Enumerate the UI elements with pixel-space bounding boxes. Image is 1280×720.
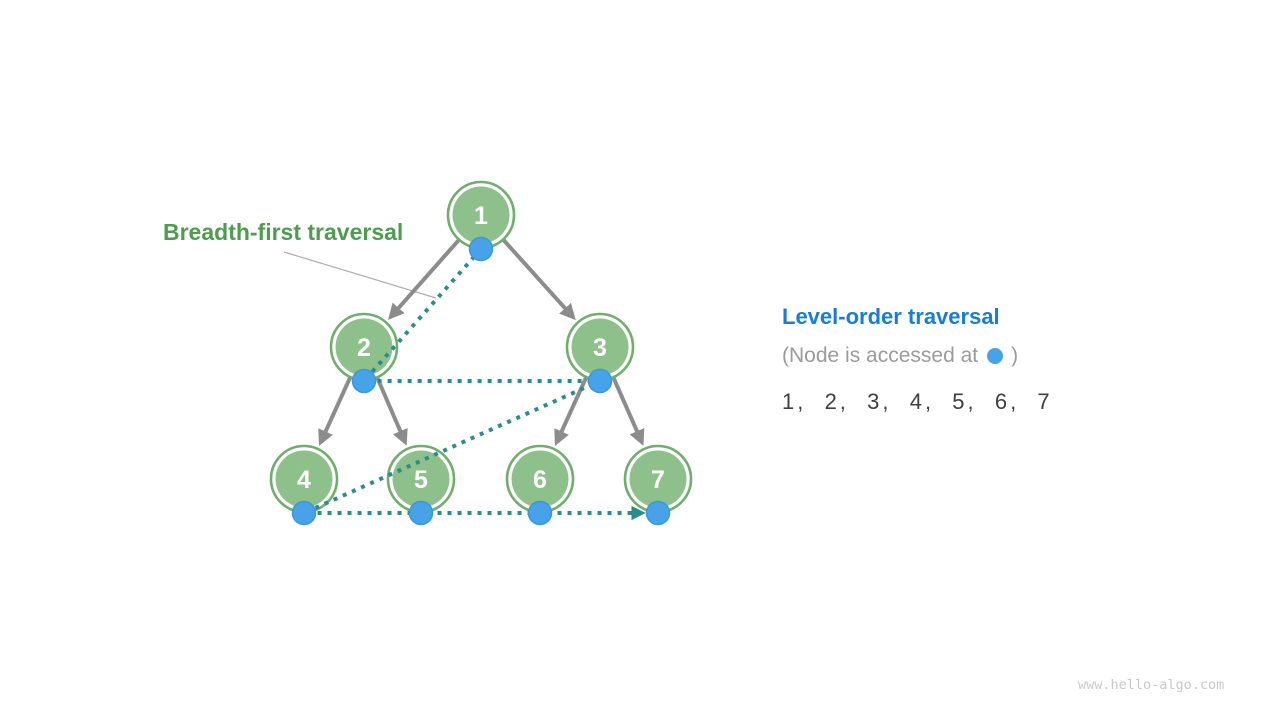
tree-edge [318, 377, 352, 447]
tree-edge [375, 377, 408, 446]
access-dot [527, 500, 553, 526]
access-dot [645, 500, 671, 526]
tree-node [629, 450, 687, 508]
panel-title: Level-order traversal [782, 304, 1000, 329]
tree-node-label: 4 [297, 466, 311, 494]
access-dot [351, 368, 377, 394]
panel-note-close-paren: ) [1011, 344, 1019, 367]
panel-note-text: (Node is accessed at [782, 344, 979, 367]
bfs-label: Breadth-first traversal [163, 219, 404, 245]
access-dot-legend-icon [987, 348, 1004, 364]
tree-node-label: 7 [651, 466, 665, 494]
tree-nodes-layer: 1 2 3 4 5 6 7 [269, 180, 693, 514]
label-pointer-line [283, 251, 437, 299]
tree-node [335, 318, 393, 376]
tree-node [511, 450, 569, 508]
tree-node-label: 3 [593, 334, 607, 362]
panel-note: (Node is accessed at) [782, 345, 1053, 366]
tree-node-label: 5 [414, 466, 428, 494]
tree-edge [388, 239, 460, 320]
legend-panel: Level-order traversal (Node is accessed … [782, 306, 1053, 413]
tree-node [452, 186, 510, 244]
access-dot [468, 236, 494, 262]
tree-node-label: 1 [474, 202, 488, 230]
access-dot [291, 500, 317, 526]
access-dot [408, 500, 434, 526]
traversal-sequence: 1, 2, 3, 4, 5, 6, 7 [782, 389, 1053, 414]
access-dots-layer [291, 236, 671, 526]
access-dot [587, 368, 613, 394]
tree-node-label: 2 [357, 334, 371, 362]
label-pointer-layer [283, 251, 437, 299]
tree-node [275, 450, 333, 508]
tree-edge [611, 377, 645, 446]
watermark: www.hello-algo.com [1078, 677, 1225, 693]
tree-node [571, 318, 629, 376]
tree-node [392, 450, 450, 508]
tree-edge [502, 238, 576, 321]
tree-node-label: 6 [533, 466, 547, 494]
